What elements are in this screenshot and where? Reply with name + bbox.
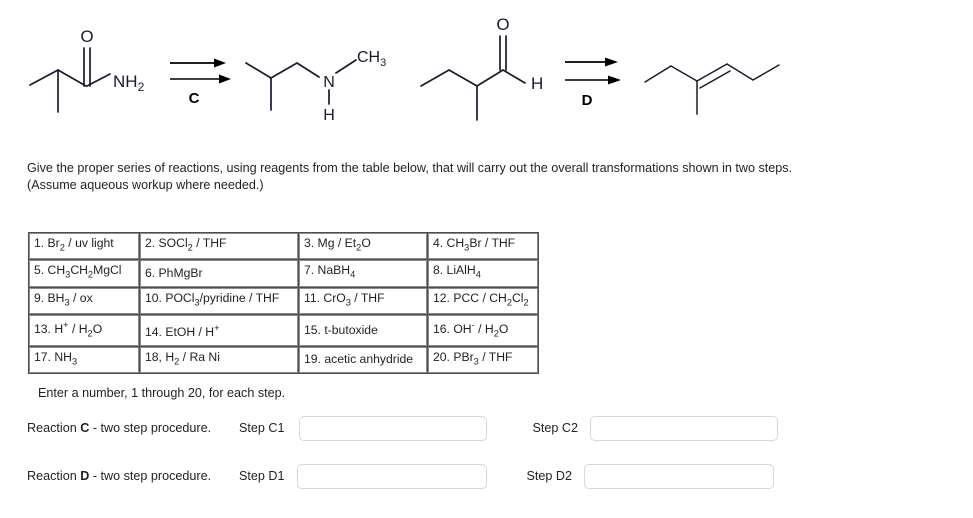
label-amine-hydrogen: H [323, 107, 335, 124]
reaction-arrow-c-top-head [214, 58, 226, 68]
reaction-d-label-post: - two step procedure. [89, 469, 212, 483]
label-carbonyl-oxygen-d: O [496, 15, 509, 34]
reaction-c-label-post: - two step procedure. [89, 421, 212, 435]
reaction-arrow-c-bottom-head [219, 74, 231, 84]
table-row: 17. NH3 18, H2 / Ra Ni 19. acetic anhydr… [29, 346, 538, 374]
reagent-cell-9: 9. BH3 / ox [29, 287, 139, 315]
reagent-cell-19: 19. acetic anhydride [299, 346, 427, 374]
label-amide-nh2: NH2 [113, 72, 145, 94]
reaction-arrow-label-d: D [582, 92, 593, 109]
reagent-cell-8: 8. LiAlH4 [428, 260, 538, 287]
reagent-cell-1: 1. Br2 / uv light [29, 233, 139, 260]
reaction-arrow-d-bottom-head [608, 75, 621, 85]
reagent-cell-13: 13. H+ / H2O [29, 315, 139, 346]
reagent-cell-2: 2. SOCl2 / THF [140, 233, 298, 260]
reaction-arrow-d-top-head [605, 57, 618, 67]
table-row: 5. CH3CH2MgCl 6. PhMgBr 7. NaBH4 8. LiAl… [29, 260, 538, 287]
table-row: 9. BH3 / ox 10. POCl3/pyridine / THF 11.… [29, 287, 538, 315]
reaction-c-label: Reaction C - two step procedure. [27, 421, 239, 435]
reagent-cell-11: 11. CrO3 / THF [299, 287, 427, 315]
reagent-cell-16: 16. OH- / H2O [428, 315, 538, 346]
reagent-cell-12: 12. PCC / CH2Cl2 [428, 287, 538, 315]
table-row: 13. H+ / H2O 14. EtOH / H+ 15. t-butoxid… [29, 315, 538, 346]
step-d1-input[interactable] [296, 463, 487, 489]
step-c2-label: Step C2 [532, 421, 579, 435]
reaction-arrow-label-c: C [189, 90, 200, 107]
answer-row-reaction-c: Reaction C - two step procedure. Step C1… [27, 414, 947, 442]
reagent-cell-10: 10. POCl3/pyridine / THF [140, 287, 298, 315]
reaction-scheme-c: O NH2 C N H [18, 0, 398, 148]
label-aldehyde-hydrogen: H [531, 74, 543, 93]
reagent-cell-20: 20. PBr3 / THF [428, 346, 538, 374]
answer-row-reaction-d: Reaction D - two step procedure. Step D1… [27, 462, 947, 490]
table-row: 1. Br2 / uv light 2. SOCl2 / THF 3. Mg /… [29, 233, 538, 260]
reagent-cell-15: 15. t-butoxide [299, 315, 427, 346]
reagent-cell-17: 17. NH3 [29, 346, 139, 374]
instruction-line-1: Give the proper series of reactions, usi… [27, 161, 793, 175]
reagent-table-body: 1. Br2 / uv light 2. SOCl2 / THF 3. Mg /… [29, 233, 538, 374]
reaction-d-label: Reaction D - two step procedure. [27, 469, 239, 483]
reagent-table: 1. Br2 / uv light 2. SOCl2 / THF 3. Mg /… [28, 232, 539, 375]
reaction-d-label-pre: Reaction [27, 469, 81, 483]
step-c2-input[interactable] [590, 415, 779, 441]
reagent-cell-6: 6. PhMgBr [140, 260, 298, 287]
step-c1-input[interactable] [298, 415, 487, 441]
reagent-cell-18: 18, H2 / Ra Ni [140, 346, 298, 374]
reagent-cell-3: 3. Mg / Et2O [299, 233, 427, 260]
step-d2-label: Step D2 [526, 469, 573, 483]
instruction-line-2: (Assume aqueous workup where needed.) [27, 177, 264, 192]
reaction-schemes: O NH2 C N H [0, 0, 973, 148]
reagent-cell-4: 4. CH3Br / THF [428, 233, 538, 260]
instruction-text: Give the proper series of reactions, usi… [27, 160, 917, 193]
label-carbonyl-oxygen-c: O [80, 27, 93, 46]
enter-number-note: Enter a number, 1 through 20, for each s… [38, 386, 286, 400]
label-n-methyl: CH3 [357, 49, 386, 69]
step-c1-label: Step C1 [239, 421, 285, 435]
reaction-c-label-letter: C [80, 421, 90, 435]
reaction-c-label-pre: Reaction [27, 421, 81, 435]
reagent-cell-14: 14. EtOH / H+ [140, 315, 298, 346]
reaction-scheme-d: O H D [405, 0, 805, 148]
label-amine-nitrogen: N [323, 74, 335, 91]
reaction-d-label-letter: D [80, 469, 90, 483]
reagent-cell-5: 5. CH3CH2MgCl [29, 260, 139, 287]
reagent-cell-7: 7. NaBH4 [299, 260, 427, 287]
step-d2-input[interactable] [584, 463, 775, 489]
step-d1-label: Step D1 [239, 469, 285, 483]
